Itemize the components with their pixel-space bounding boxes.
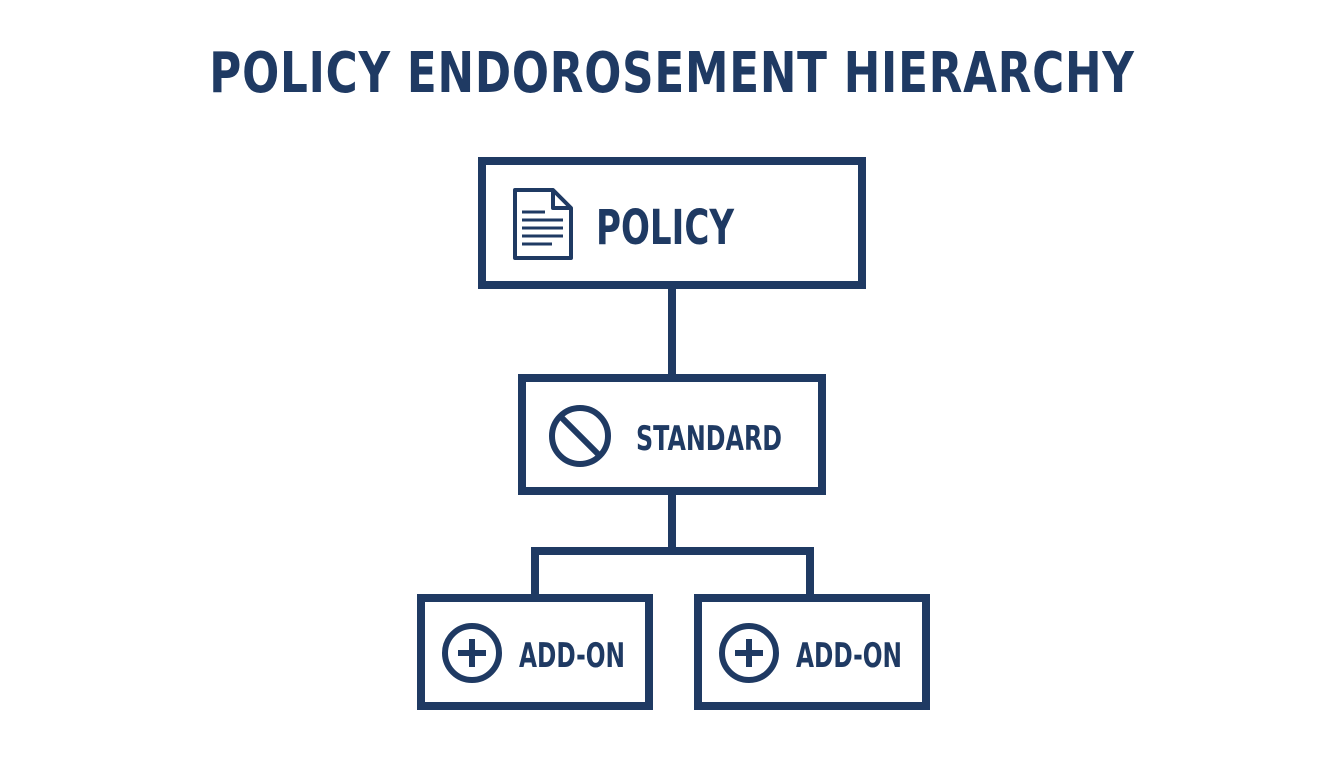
document-icon (513, 188, 573, 260)
policy-label: POLICY (596, 200, 735, 256)
addon-left-node[interactable]: ADD-ON (417, 594, 653, 710)
connectors (531, 289, 814, 597)
plus-circle-icon (442, 623, 502, 683)
standard-box (518, 374, 826, 495)
addon-right-label: ADD-ON (796, 636, 902, 676)
prohibited-icon (549, 405, 611, 467)
plus-circle-icon (719, 623, 779, 683)
policy-node[interactable]: POLICY (478, 157, 866, 289)
standard-node[interactable]: STANDARD (518, 374, 826, 495)
addon-right-node[interactable]: ADD-ON (694, 594, 930, 710)
diagram-title: POLICY ENDOROSEMENT HIERARCHY (209, 41, 1135, 106)
policy-box (478, 157, 866, 289)
standard-label: STANDARD (636, 419, 782, 459)
connector-branch (531, 547, 814, 597)
addon-left-label: ADD-ON (519, 636, 625, 676)
